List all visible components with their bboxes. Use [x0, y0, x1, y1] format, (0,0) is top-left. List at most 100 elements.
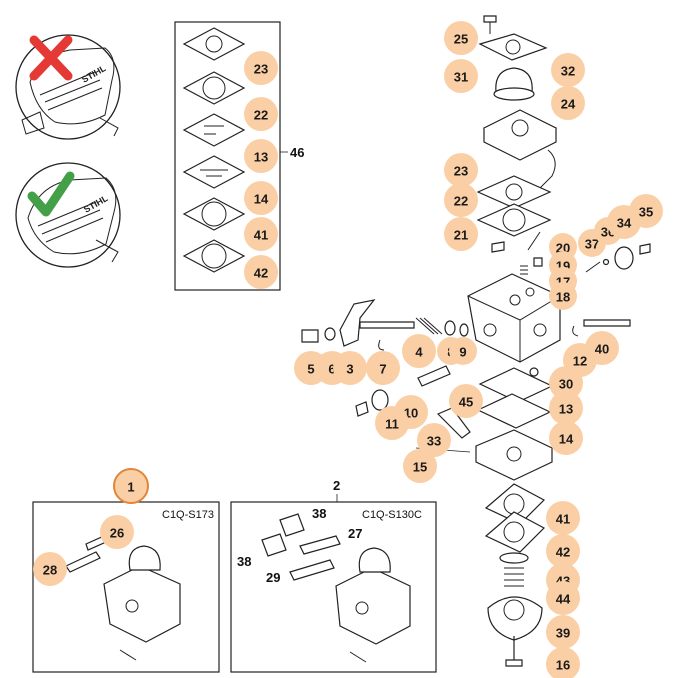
callout-number: 21	[454, 228, 468, 243]
gasket-kit-box: 46	[174, 21, 304, 291]
callout-circle	[549, 421, 583, 455]
callout-circle	[33, 552, 67, 586]
callout-7: 7	[366, 351, 400, 385]
callout-21: 21	[444, 217, 478, 251]
callout-layer: 2531322423222120191718373634351240301314…	[33, 21, 663, 678]
callout-circle	[444, 59, 478, 93]
exploded-view	[301, 15, 651, 667]
callout-16: 16	[546, 647, 580, 678]
callout-circle	[244, 51, 278, 85]
callout-number: 34	[617, 216, 632, 231]
callout-number: 9	[459, 345, 466, 360]
callout-number: 22	[454, 194, 468, 209]
callout-circle	[444, 183, 478, 217]
label-27: 27	[348, 526, 362, 541]
callout-number: 26	[110, 526, 124, 541]
callout-23r: 23	[444, 153, 478, 187]
callout-number: 23	[454, 164, 468, 179]
callout-13k: 13	[244, 139, 278, 173]
callout-circle	[551, 53, 585, 87]
callout-44: 44	[546, 581, 580, 615]
box-right-code: C1Q-S130C	[362, 509, 422, 521]
callout-22k: 22	[244, 97, 278, 131]
callout-circle	[546, 534, 580, 568]
callout-28: 28	[33, 552, 67, 586]
callout-25: 25	[444, 21, 478, 55]
callout-circle	[549, 391, 583, 425]
callout-number: 16	[556, 658, 570, 673]
callout-13r: 13	[549, 391, 583, 425]
box-left-code: C1Q-S173	[162, 509, 214, 521]
callout-number: 40	[595, 342, 609, 357]
callout-30: 30	[549, 366, 583, 400]
callout-18: 18	[549, 282, 577, 310]
callout-33: 33	[417, 423, 451, 457]
callout-circle	[444, 217, 478, 251]
callout-number: 35	[639, 205, 653, 220]
callout-circle	[113, 468, 149, 504]
callout-circle	[244, 217, 278, 251]
callout-22r: 22	[444, 183, 478, 217]
callout-number: 1	[127, 480, 134, 495]
callout-number: 25	[454, 32, 468, 47]
callout-number: 42	[254, 266, 268, 281]
callout-number: 14	[559, 432, 574, 447]
callout-41r: 41	[546, 501, 580, 535]
callout-15: 15	[403, 449, 437, 483]
box-right: 2 C1Q-S130C 38 38 27 29	[230, 478, 437, 673]
group-number: 2	[333, 478, 340, 493]
callout-circle	[375, 406, 409, 440]
callout-number: 41	[556, 512, 570, 527]
callout-number: 4	[415, 345, 423, 360]
callout-42r: 42	[546, 534, 580, 568]
callout-number: 12	[573, 354, 587, 369]
callout-11: 11	[375, 406, 409, 440]
callout-circle	[444, 21, 478, 55]
callout-circle	[546, 647, 580, 678]
callout-number: 22	[254, 108, 268, 123]
callout-number: 24	[561, 97, 576, 112]
callout-number: 31	[454, 70, 468, 85]
callout-number: 30	[559, 377, 573, 392]
callout-circle	[546, 501, 580, 535]
callout-circle	[629, 194, 663, 228]
callout-number: 39	[556, 626, 570, 641]
correct-example-thumbnail: STIHL	[15, 162, 121, 268]
wrong-example-thumbnail: STIHL	[15, 34, 121, 140]
label-38b: 38	[237, 554, 251, 569]
callout-number: 14	[254, 192, 269, 207]
callout-circle	[402, 334, 436, 368]
callout-circle	[585, 331, 619, 365]
callout-number: 13	[254, 150, 268, 165]
callout-14k: 14	[244, 181, 278, 215]
callout-circle	[546, 615, 580, 649]
callout-circle	[549, 366, 583, 400]
callout-32: 32	[551, 53, 585, 87]
callout-number: 11	[385, 417, 399, 432]
label-38a: 38	[312, 506, 326, 521]
wrong-cross-icon	[29, 35, 73, 81]
callout-42k: 42	[244, 255, 278, 289]
callout-number: 18	[556, 290, 570, 305]
callout-circle	[244, 181, 278, 215]
callout-45: 45	[449, 384, 483, 418]
callout-14r: 14	[549, 421, 583, 455]
callout-number: 28	[43, 563, 57, 578]
callout-circle	[546, 581, 580, 615]
callout-number: 7	[379, 362, 386, 377]
callout-circle	[244, 97, 278, 131]
callout-23k: 23	[244, 51, 278, 85]
callout-circle	[551, 86, 585, 120]
callout-number: 5	[307, 362, 314, 377]
callout-number: 37	[585, 237, 599, 252]
callout-number: 3	[346, 362, 353, 377]
callout-circle	[403, 449, 437, 483]
callout-9: 9	[449, 337, 477, 365]
callout-circle	[449, 337, 477, 365]
callout-number: 6	[328, 362, 335, 377]
callout-31: 31	[444, 59, 478, 93]
correct-check-icon	[27, 171, 75, 217]
callout-41k: 41	[244, 217, 278, 251]
callout-circle	[444, 153, 478, 187]
